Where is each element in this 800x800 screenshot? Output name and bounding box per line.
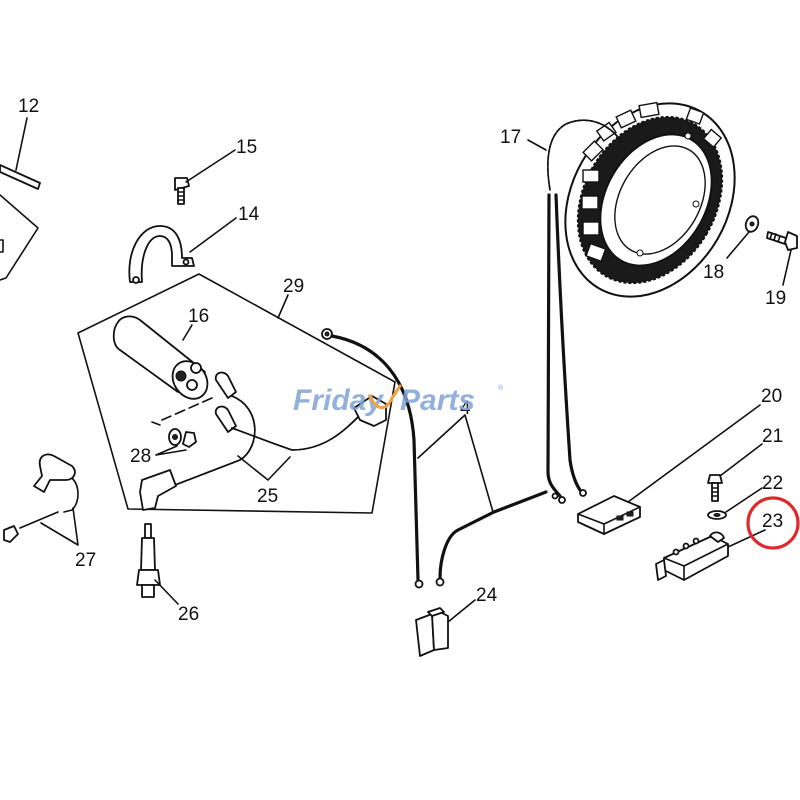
part-29-kit-outline: 29 bbox=[77, 273, 396, 514]
callout-16[interactable]: 16 bbox=[188, 306, 209, 327]
callout-22[interactable]: 22 bbox=[762, 473, 783, 494]
part-28-washer-nut: 28 bbox=[130, 428, 197, 467]
part-17-stator: 17 bbox=[500, 101, 736, 504]
callout-18[interactable]: 18 bbox=[703, 262, 724, 283]
part-21-screw: 21 bbox=[707, 426, 783, 502]
part-25-wires: 25 bbox=[139, 371, 387, 511]
highlight-ring bbox=[746, 496, 800, 550]
part-16-coil: 16 bbox=[112, 306, 209, 400]
callout-26[interactable]: 26 bbox=[178, 604, 199, 625]
callout-24[interactable]: 24 bbox=[476, 585, 498, 606]
watermark-text-right: Parts bbox=[400, 384, 475, 417]
watermark-registered: ® bbox=[498, 384, 504, 392]
part-24-cap: 24 bbox=[415, 585, 498, 657]
callout-27[interactable]: 27 bbox=[75, 550, 96, 571]
part-18-washer: 18 bbox=[703, 215, 760, 283]
callout-14[interactable]: 14 bbox=[238, 204, 260, 225]
part-14-clamp: 14 bbox=[128, 204, 260, 284]
callout-4[interactable]: 4 bbox=[460, 398, 471, 419]
watermark-fridayparts: Friday Parts ® bbox=[293, 384, 504, 417]
callout-29[interactable]: 29 bbox=[283, 276, 304, 297]
callout-28[interactable]: 28 bbox=[130, 446, 151, 467]
callout-17[interactable]: 17 bbox=[500, 127, 521, 148]
watermark-swoosh-icon bbox=[368, 384, 402, 409]
callout-20[interactable]: 20 bbox=[761, 386, 782, 407]
callout-23[interactable]: 23 bbox=[762, 511, 783, 532]
callout-19[interactable]: 19 bbox=[765, 288, 786, 309]
callout-15[interactable]: 15 bbox=[236, 137, 257, 158]
part-27-condenser: 27 bbox=[3, 453, 96, 571]
part-23-regulator: 23 bbox=[655, 511, 783, 581]
part-19-bolt: 19 bbox=[765, 231, 798, 309]
part-26-spark-plug: 26 bbox=[136, 523, 199, 625]
callout-12[interactable]: 12 bbox=[18, 96, 39, 117]
watermark-text-left: Friday bbox=[293, 384, 384, 417]
part-20-connector-block: 20 bbox=[577, 386, 782, 535]
part-15-bolt: 15 bbox=[174, 137, 257, 205]
part-12-rod: 12 bbox=[0, 96, 41, 281]
part-4-harness: 4 bbox=[321, 328, 548, 589]
callout-25[interactable]: 25 bbox=[257, 486, 278, 507]
part-22-washer: 22 bbox=[707, 473, 783, 520]
callout-21[interactable]: 21 bbox=[762, 426, 783, 447]
